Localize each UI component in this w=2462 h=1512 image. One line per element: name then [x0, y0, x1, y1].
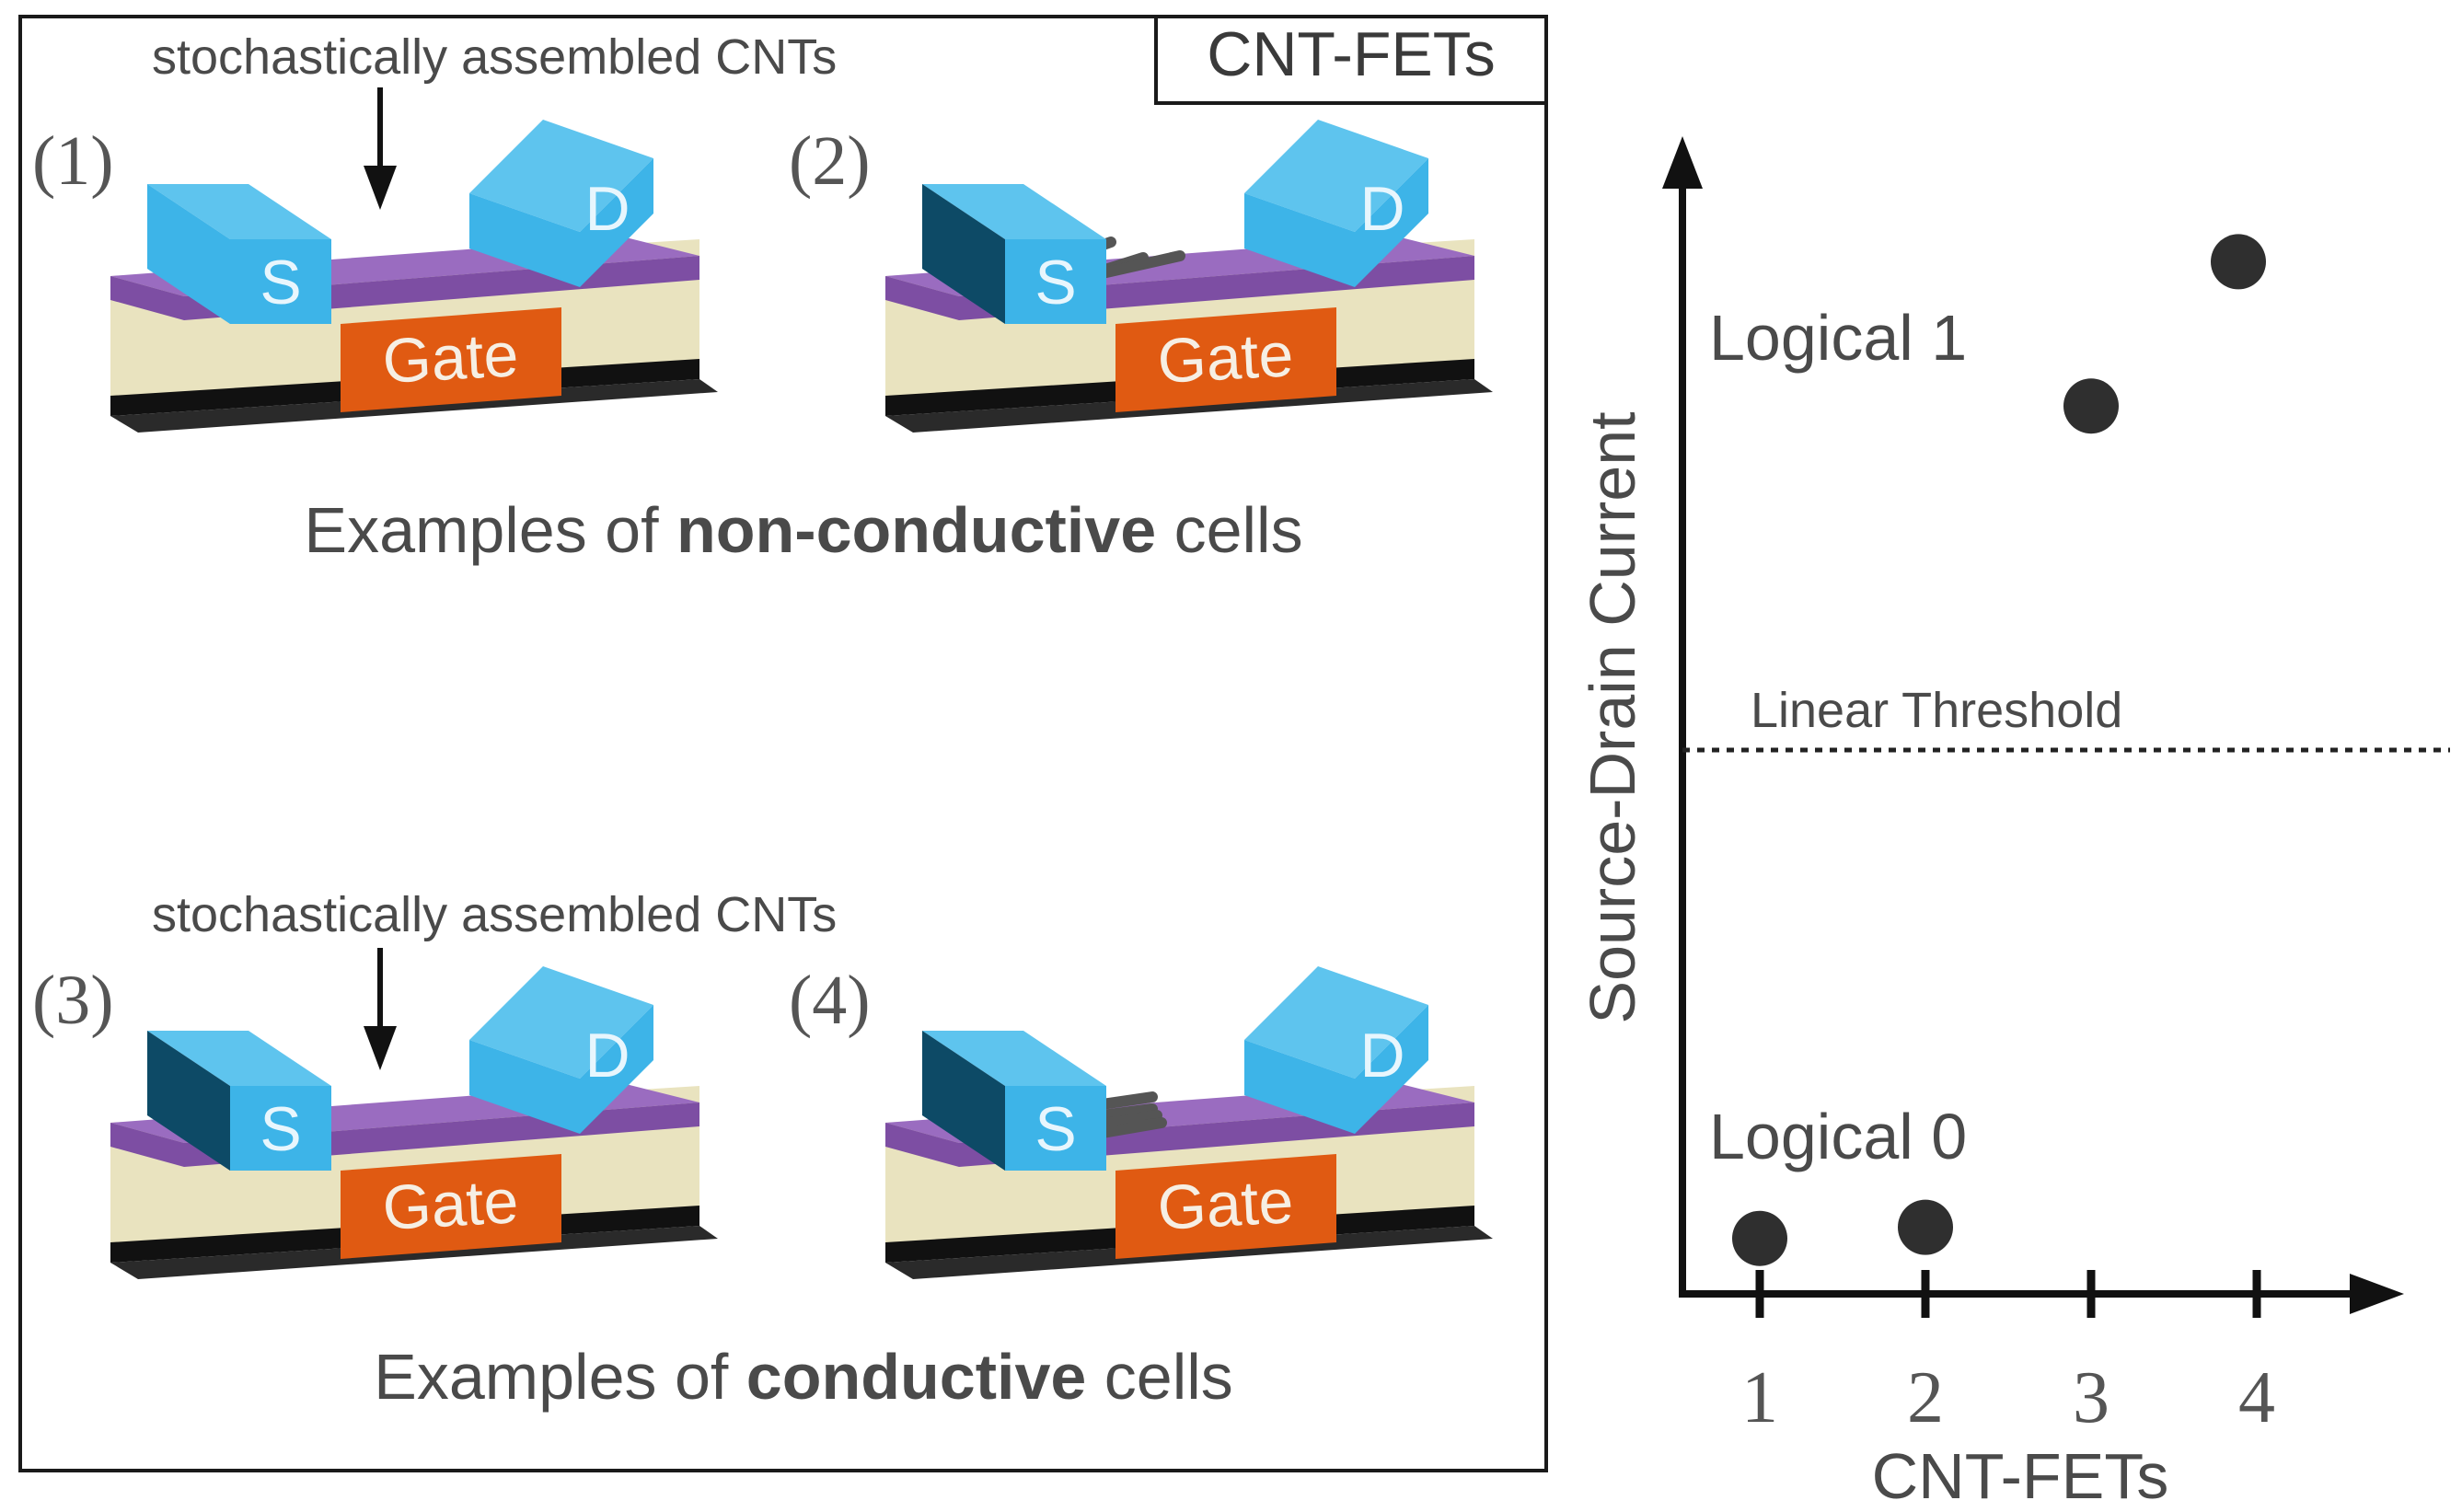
gate-electrode — [1115, 1154, 1336, 1259]
data-point — [1732, 1210, 1787, 1266]
x-tick-label: 4 — [2238, 1357, 2275, 1438]
data-point — [2063, 378, 2119, 434]
drain-label: D — [1359, 1021, 1404, 1091]
x-tick-label: 1 — [1741, 1357, 1778, 1438]
source-side — [922, 184, 1005, 324]
source-front — [230, 1086, 331, 1171]
device-3: Gate D S — [110, 966, 718, 1279]
drain-label: D — [584, 1021, 630, 1091]
annotation-bottom: stochastically assembled CNTs — [152, 887, 837, 942]
data-point — [1898, 1199, 1953, 1255]
drain-front — [469, 1040, 580, 1134]
source-front — [230, 239, 331, 324]
drain-top — [469, 120, 653, 232]
caption-nonconductive: Examples of non-conductive cells — [304, 494, 1302, 566]
drain-side — [1355, 1005, 1428, 1134]
x-tick-label: 2 — [1907, 1357, 1944, 1438]
drain-label: D — [1359, 174, 1404, 244]
device-1: Gate D S — [110, 120, 718, 433]
source-front — [1005, 1086, 1106, 1171]
gate-label: Gate — [1156, 1166, 1295, 1243]
source-side — [147, 184, 230, 324]
dielectric-side — [110, 276, 184, 320]
dielectric-side — [885, 1123, 959, 1167]
source-side — [147, 1031, 230, 1171]
arrow-bottom — [364, 948, 397, 1070]
source-top — [922, 1031, 1106, 1086]
region-label: Logical 1 — [1709, 302, 1967, 374]
x-tick-label: 3 — [2073, 1357, 2109, 1438]
drain-front — [1244, 193, 1355, 287]
arrow-top — [364, 87, 397, 210]
device-label-2: (2) — [789, 122, 871, 200]
dielectric-side — [885, 276, 959, 320]
threshold-label: Linear Threshold — [1751, 683, 2122, 738]
x-ticks: 1 2 3 4 — [1741, 1270, 2275, 1438]
source-top — [147, 1031, 331, 1086]
source-label: S — [1035, 248, 1076, 317]
caption-conductive: Examples of conductive cells — [374, 1341, 1233, 1413]
drain-top — [1244, 120, 1428, 232]
panel-border — [18, 15, 1548, 1472]
data-point — [2211, 234, 2266, 290]
gate-label: Gate — [381, 1166, 520, 1243]
source-top — [147, 184, 331, 239]
y-axis-arrow — [1662, 136, 1703, 189]
device-label-1: (1) — [32, 122, 114, 200]
drain-side — [1355, 158, 1428, 287]
gate-electrode — [341, 307, 561, 412]
x-axis-arrow — [2350, 1274, 2404, 1314]
source-label: S — [260, 248, 301, 317]
source-label: S — [1035, 1094, 1076, 1164]
source-label: S — [260, 1094, 301, 1164]
device-4: Gate D S — [885, 966, 1493, 1279]
cnt-fet-panel: CNT-FETs stochastically assembled CNTs s… — [18, 15, 1548, 1472]
dielectric-side — [110, 1123, 184, 1167]
data-points — [1732, 234, 2266, 1266]
threshold-line-group: Linear Threshold — [1682, 683, 2450, 753]
device-2: Gate D S — [885, 120, 1493, 433]
drain-side — [580, 1005, 653, 1134]
source-front — [1005, 239, 1106, 324]
drain-top — [469, 966, 653, 1079]
current-chart: 1 2 3 4 Linear Threshold Logical 1 Logical 0… — [1577, 136, 2450, 1512]
annotation-top: stochastically assembled CNTs — [152, 29, 837, 85]
drain-side — [580, 158, 653, 287]
drain-front — [1244, 1040, 1355, 1134]
source-top — [922, 184, 1106, 239]
gate-label: Gate — [1156, 319, 1295, 397]
region-label: Logical 0 — [1709, 1101, 1967, 1172]
x-axis-label: CNT-FETs — [1872, 1440, 2169, 1512]
drain-label: D — [584, 174, 630, 244]
gate-electrode — [1115, 307, 1336, 412]
device-label-4: (4) — [789, 962, 871, 1039]
panel-title: CNT-FETs — [1207, 19, 1496, 89]
source-side — [922, 1031, 1005, 1171]
panel-title-box — [1154, 15, 1548, 105]
drain-top — [1244, 966, 1428, 1079]
drain-front — [469, 193, 580, 287]
device-label-3: (3) — [32, 962, 114, 1039]
region-labels: Logical 1 Logical 0 — [1709, 302, 1967, 1172]
gate-label: Gate — [381, 319, 520, 397]
gate-electrode — [341, 1154, 561, 1259]
y-axis-label: Source-Drain Current — [1577, 411, 1648, 1023]
